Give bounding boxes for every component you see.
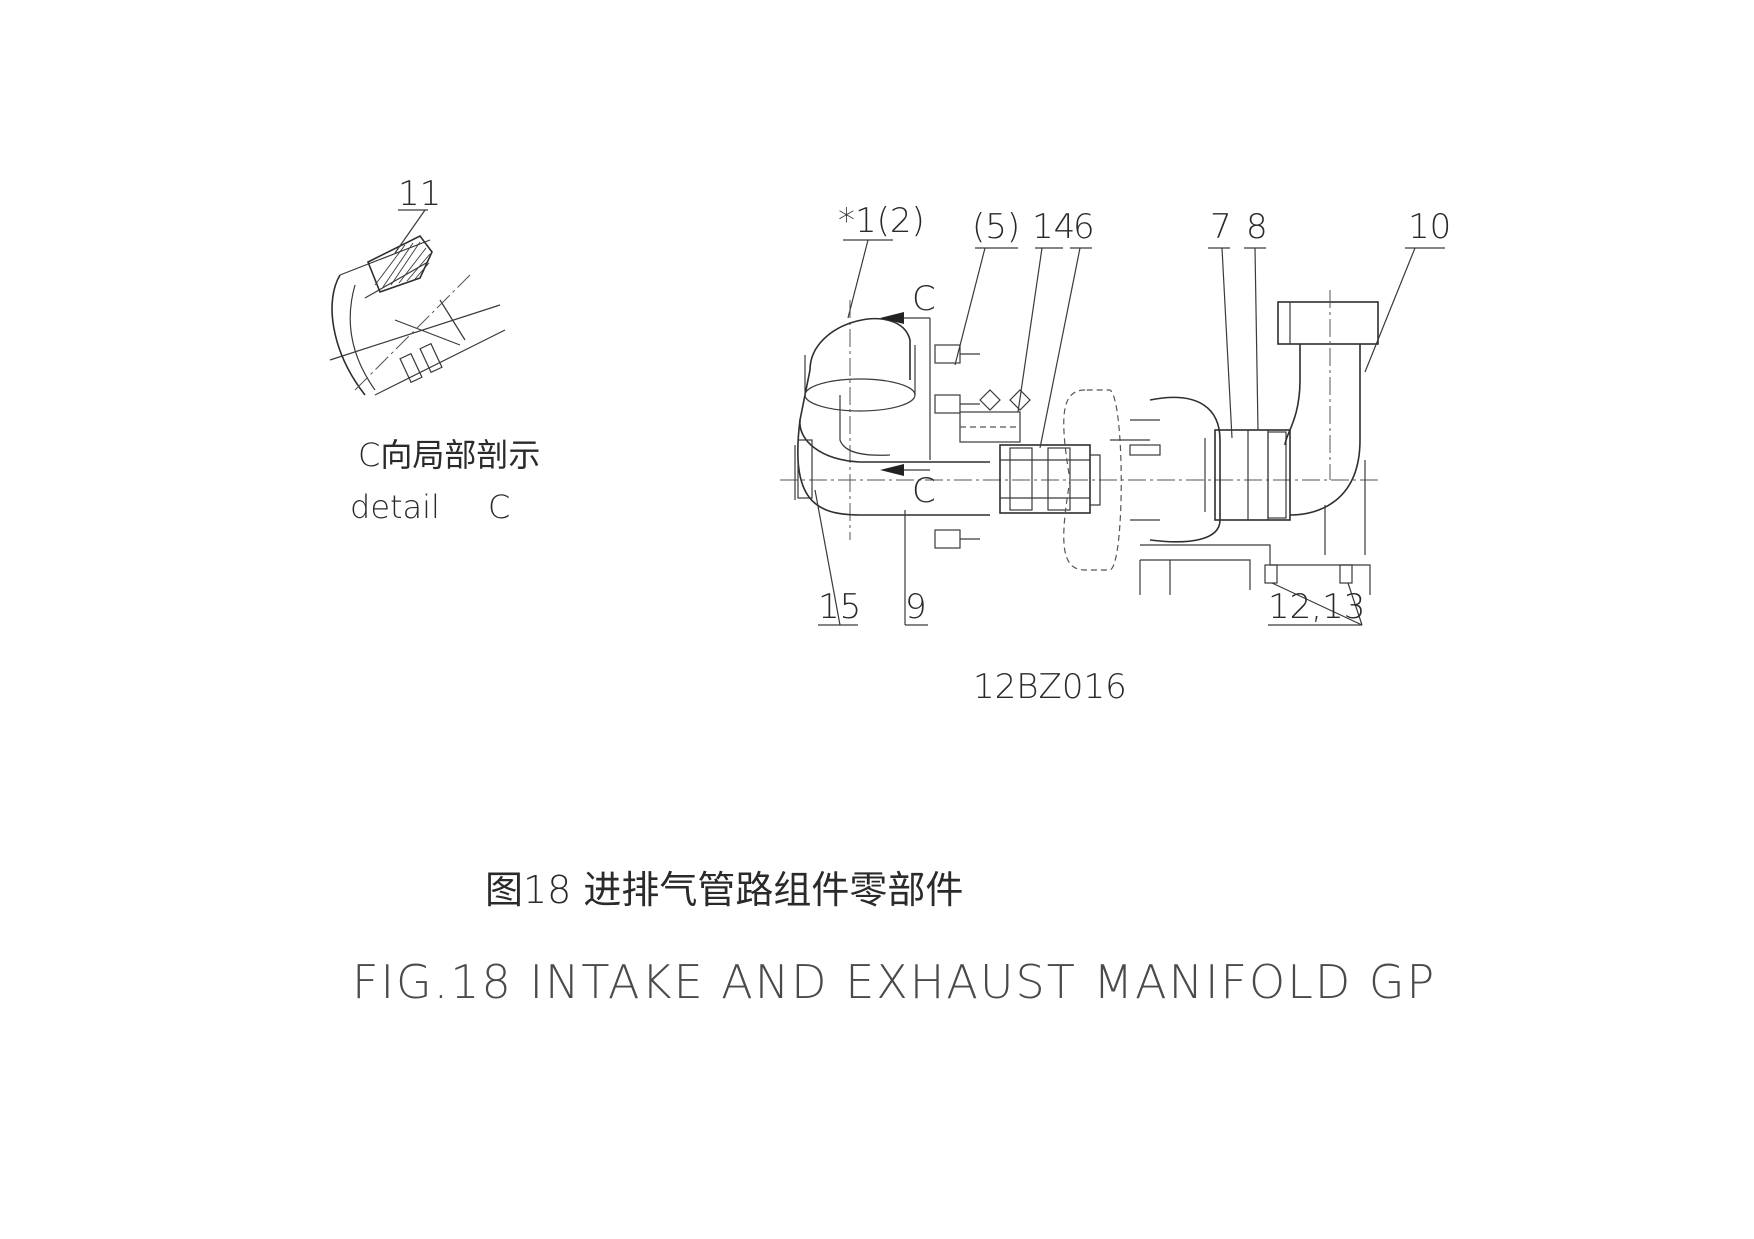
callout-12-13: 12,13 [1268, 587, 1365, 627]
callout-14: 14 [1032, 207, 1075, 247]
section-mark-bottom: C [912, 471, 936, 511]
detail-caption-cn: C向局部剖示 [358, 436, 540, 474]
main-assembly-view: C C [780, 201, 1451, 707]
section-mark-top: C [912, 279, 936, 319]
drawing-code: 12BZ016 [973, 667, 1127, 707]
callout-9: 9 [905, 587, 927, 627]
figure-caption-en: FIG.18 INTAKE AND EXHAUST MANIFOLD GP [352, 955, 1436, 1009]
detail-caption-letter: C [488, 488, 510, 526]
callout-1-2: *1(2) [838, 201, 925, 241]
detail-caption-en: detail [350, 488, 440, 526]
callout-11: 11 [398, 174, 441, 214]
figure-caption: 图18 进排气管路组件零部件 FIG.18 INTAKE AND EXHAUST… [352, 868, 1436, 1009]
detail-c-view: 11 C向局部剖示 detail C [329, 174, 540, 526]
callout-15: 15 [818, 587, 861, 627]
callout-6: 6 [1073, 207, 1095, 247]
callout-10: 10 [1408, 207, 1451, 247]
figure-caption-cn: 图18 进排气管路组件零部件 [485, 868, 963, 912]
callout-8: 8 [1246, 207, 1268, 247]
callout-7: 7 [1210, 207, 1232, 247]
callout-5: (5) [972, 207, 1020, 247]
